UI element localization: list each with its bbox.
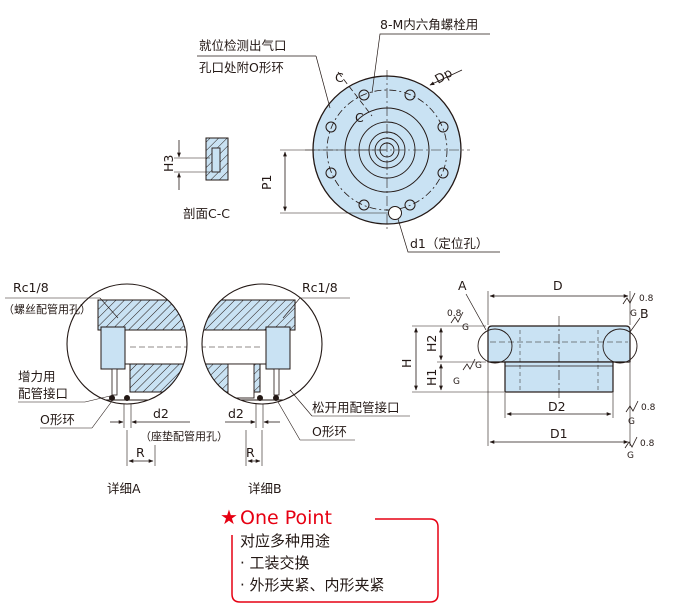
dim-dp-label: Dp	[432, 65, 455, 87]
section-mark-c-lower: C	[355, 110, 364, 125]
detail-a-oring-label: O形环	[40, 412, 75, 427]
bolt-hole	[358, 89, 370, 101]
callout-port-line2: 孔口处附O形环	[199, 60, 284, 75]
bolt-hole	[404, 199, 416, 211]
section-mark-c-upper: C	[335, 70, 344, 85]
bolt-hole	[325, 167, 337, 179]
top-view: C C P1 Dp 8-M内六角螺栓用 就位检测出气口 孔口处附O形环 d1（定…	[197, 17, 500, 253]
dim-h3-label: H3	[161, 155, 176, 172]
bolt-hole	[358, 199, 370, 211]
detail-a-title: 详细A	[107, 481, 141, 496]
roughness-g: G	[627, 451, 634, 461]
side-view: A B D D2 D1 H H2 H1	[399, 278, 656, 461]
bolt-hole	[404, 89, 416, 101]
dim-d1-label: D1	[550, 426, 568, 441]
detail-b: Rc1/8 松开用配管接口 O形环 d2 R 详细B	[201, 280, 410, 496]
bolt-hole	[437, 121, 449, 133]
dim-d2-label: D2	[548, 399, 566, 414]
detail-b-d2-label: d2	[228, 406, 244, 421]
one-point-line3: · 外形夹紧、内形夹紧	[240, 576, 385, 594]
dim-h1-label: H1	[424, 369, 439, 386]
roughness-g: G	[475, 361, 482, 371]
callout-bolts: 8-M内六角螺栓用	[380, 17, 478, 32]
one-point-line2: · 工装交换	[240, 554, 310, 572]
detail-b-oring-label: O形环	[312, 424, 347, 439]
detail-a-rc-note: （螺丝配管用孔）	[3, 302, 91, 316]
roughness-value: 0.8	[639, 294, 654, 304]
detail-b-unclamp-port: 松开用配管接口	[312, 400, 400, 415]
dim-h2-label: H2	[424, 335, 439, 352]
locating-hole-label: d1（定位孔）	[410, 236, 488, 251]
one-point-star-icon: ★	[220, 505, 238, 529]
roughness-value: 0.8	[640, 439, 655, 449]
detail-a-booster-line2: 配管接口	[18, 386, 68, 401]
one-point-title: One Point	[240, 507, 332, 529]
detail-a: Rc1/8 （螺丝配管用孔） 增力用 配管接口 O形环 d2 （座垫配管用孔） …	[3, 280, 228, 496]
one-point-line1: 对应多种用途	[240, 532, 330, 550]
section-cc: H3 剖面C-C	[161, 137, 230, 221]
detail-b-rc-label: Rc1/8	[302, 280, 338, 295]
marker-a: A	[458, 278, 467, 293]
dim-d-label: D	[553, 278, 563, 293]
roughness-g: G	[628, 417, 635, 427]
roughness-symbols	[450, 292, 639, 449]
one-point-box: ★ One Point 对应多种用途 · 工装交换 · 外形夹紧、内形夹紧	[220, 505, 439, 603]
roughness-value: 0.8	[641, 403, 656, 413]
bolt-holes	[325, 89, 449, 211]
dim-h-label: H	[399, 359, 414, 368]
detail-a-rc-label: Rc1/8	[13, 280, 49, 295]
detail-b-title: 详细B	[248, 481, 282, 496]
marker-b: B	[640, 306, 649, 321]
detail-a-r-label: R	[136, 445, 145, 460]
bolt-hole	[325, 121, 337, 133]
roughness-g: G	[630, 309, 637, 319]
detail-a-d2-note: （座垫配管用孔）	[140, 429, 228, 443]
callout-port-line1: 就位检测出气口	[199, 38, 287, 53]
detail-a-booster-line1: 增力用	[18, 369, 56, 384]
dim-p1-label: P1	[259, 175, 274, 191]
detail-b-r-label: R	[246, 445, 255, 460]
roughness-g: G	[453, 377, 460, 387]
bolt-hole	[437, 167, 449, 179]
locating-hole	[388, 206, 402, 220]
roughness-value: 0.8	[447, 309, 462, 319]
section-cc-title: 剖面C-C	[183, 206, 230, 221]
detail-a-d2-label: d2	[153, 406, 169, 421]
roughness-g: G	[462, 323, 469, 333]
